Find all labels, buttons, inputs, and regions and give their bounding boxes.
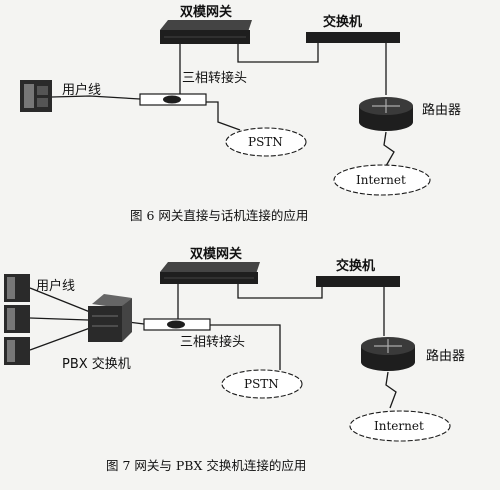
fig6-router-to-internet-line (383, 131, 395, 167)
fig7-gateway-to-switch-line (237, 278, 323, 299)
fig7-pstn-cloud: PSTN (221, 369, 303, 399)
fig6-user-line-label: 用户线 (62, 82, 101, 98)
fig7-switch-label: 交换机 (336, 258, 375, 274)
fig6-router-label: 路由器 (422, 102, 461, 118)
fig7-router-device (361, 337, 415, 371)
fig7-phone3-to-pbx-line (29, 327, 91, 351)
fig7-phone2-to-pbx-line (29, 317, 89, 321)
fig6-switch-device (306, 32, 400, 43)
fig7-gateway-device (160, 262, 260, 284)
fig6-pstn-label: PSTN (248, 135, 283, 149)
fig6-pstn-cloud: PSTN (225, 127, 307, 157)
fig6-telephone-device (20, 80, 52, 112)
fig6-internet-cloud: Internet (333, 164, 431, 196)
fig7-pbx-label: PBX 交换机 (62, 356, 131, 372)
fig7-adapter-to-pstn-line (210, 324, 281, 370)
figure-6: 双模网关 交换机 用户线 三相转接头 PSTN 路由 (20, 4, 461, 223)
fig7-telephone-3 (4, 337, 30, 365)
fig7-telephone-2 (4, 305, 30, 333)
fig6-adapter-device (139, 93, 207, 106)
fig7-telephone-1 (4, 274, 30, 302)
fig7-caption: 图 7 网关与 PBX 交换机连接的应用 (106, 458, 306, 473)
figure-7: 双模网关 交换机 用户线 PBX 交换机 (4, 246, 465, 473)
fig7-router-label: 路由器 (426, 348, 465, 364)
fig6-gateway-to-switch-line (237, 38, 319, 63)
fig6-phone-to-adapter-line (51, 95, 141, 100)
fig7-user-line-label: 用户线 (36, 278, 75, 294)
fig6-gateway-label: 双模网关 (180, 4, 232, 20)
fig6-adapter-to-pstn-line (205, 101, 241, 131)
fig6-internet-label: Internet (356, 173, 406, 187)
fig7-pbx-device (88, 294, 132, 342)
fig7-gateway-label: 双模网关 (190, 246, 242, 262)
fig7-switch-device (316, 276, 400, 287)
fig7-internet-cloud: Internet (349, 410, 451, 442)
fig6-gateway-device (160, 20, 252, 44)
fig6-adapter-label: 三相转接头 (182, 70, 247, 86)
fig6-caption: 图 6 网关直接与话机连接的应用 (130, 208, 308, 223)
fig6-router-device (359, 97, 413, 131)
fig7-adapter-label: 三相转接头 (180, 334, 245, 350)
fig7-adapter-device (143, 318, 211, 331)
fig7-phone1-to-pbx-line (29, 287, 91, 313)
fig7-internet-label: Internet (374, 419, 424, 433)
fig7-router-to-internet-line (385, 371, 397, 409)
fig7-pstn-label: PSTN (244, 377, 279, 391)
fig6-switch-label: 交换机 (323, 14, 362, 30)
